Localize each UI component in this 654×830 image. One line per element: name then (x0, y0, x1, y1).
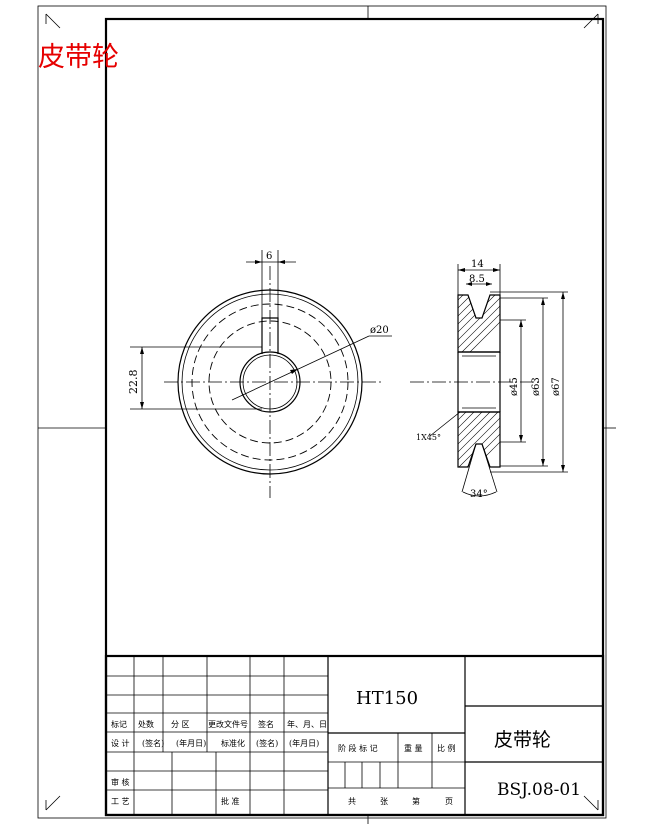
lower-section-outline (457, 411, 501, 468)
sheet-total-label: 共 (348, 797, 356, 806)
dim-chamfer: 1X45° (416, 433, 441, 442)
rev-header-count: 处数 (138, 719, 154, 729)
trim-mark-tr (583, 13, 599, 29)
dim-outer-dia: ø67 (551, 377, 562, 396)
dim-width-total: 14 (471, 259, 484, 270)
dim-hole-arrow (290, 369, 298, 374)
sheet-unit-label: 张 (380, 797, 388, 806)
dim-angle-arc (462, 491, 497, 497)
drawing-number-label: BSJ.08-01 (497, 780, 581, 800)
sheet-page-label: 页 (445, 797, 453, 806)
front-view: 6 22.8 ø20 (127, 250, 392, 498)
trim-mark-bl (45, 795, 61, 811)
lower-hatching (458, 412, 500, 467)
material-label: HT150 (356, 688, 418, 709)
weight-label: 重 量 (404, 743, 423, 753)
approve-label: 批 准 (221, 796, 240, 806)
upper-section-outline (457, 294, 501, 353)
scale-label: 比 例 (437, 743, 456, 753)
dim-keyheight-arrow-t (140, 347, 144, 354)
stage-mark-label: 阶 段 标 记 (338, 743, 378, 753)
dim-keyway-width: 6 (266, 251, 272, 262)
design-label: 设 计 (111, 738, 130, 748)
standard-label: 标准化 (221, 738, 245, 748)
dim-hub-dia: ø45 (509, 377, 520, 396)
sheet-no-label: 第 (412, 796, 420, 806)
dim-chamfer-leader (429, 411, 461, 437)
part-name-label: 皮带轮 (494, 729, 551, 751)
dim-hole-leader (231, 335, 370, 401)
process-label: 工 艺 (111, 797, 130, 806)
standard-date: (年月日) (289, 738, 319, 748)
dim-keyway-arrow-r (278, 260, 285, 264)
rev-header-mark: 标记 (111, 719, 127, 729)
review-label: 审 核 (111, 777, 130, 787)
dim-hole-dia: ø20 (370, 325, 389, 336)
trim-mark-tl (45, 13, 61, 29)
rev-header-zone: 分 区 (171, 720, 190, 729)
title-block (104, 654, 605, 817)
section-view: 14 8.5 ø45 ø63 ø67 1X45° 34° (410, 259, 568, 500)
design-sign: (签名) (142, 738, 164, 748)
rev-header-date: 年、月、日 (287, 719, 327, 729)
rev-header-sign: 签名 (258, 719, 274, 729)
rev-header-docno: 更改文件号 (208, 719, 248, 729)
dim-keyway-arrow-l (255, 260, 262, 264)
outer-sheet-border (37, 5, 607, 819)
dim-keyheight-arrow-b (140, 402, 144, 409)
standard-sign: (签名) (256, 738, 278, 748)
dim-groove-angle: 34° (470, 489, 488, 500)
trim-mark-br (583, 795, 599, 811)
dim-angle-line-r (481, 443, 498, 493)
dim-groove-dia: ø63 (531, 377, 542, 396)
corner-title: 皮带轮 (38, 42, 119, 73)
design-date: (年月日) (176, 738, 206, 748)
dim-groove-width: 8.5 (469, 274, 485, 285)
dim-angle-line-l (461, 443, 477, 493)
dim-key-height: 22.8 (127, 370, 140, 395)
